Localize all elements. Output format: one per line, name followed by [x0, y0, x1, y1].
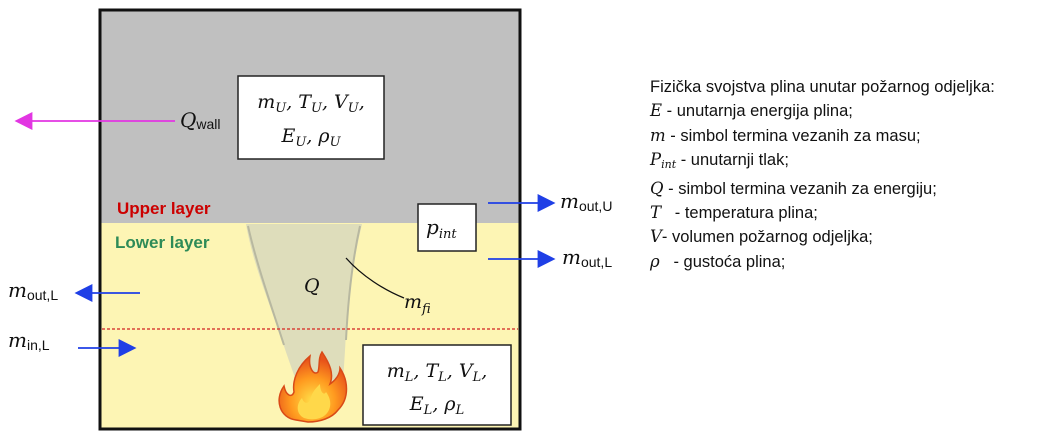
- legend-item: Q - simbol termina vezanih za energiju;: [650, 177, 1035, 201]
- legend-description: - volumen požarnog odjeljka;: [661, 228, 873, 247]
- upper-properties-line-2: EU, ρU: [280, 125, 341, 150]
- legend-item: Pint - unutarnji tlak;: [650, 148, 1035, 176]
- lower-layer-label: Lower layer: [115, 233, 210, 252]
- legend-symbol: T: [650, 203, 662, 223]
- legend-symbol: P: [650, 150, 662, 170]
- legend-description: - temperatura plina;: [661, 204, 818, 223]
- flame-icon: [278, 350, 348, 423]
- p-int-box: [417, 203, 477, 252]
- fire-compartment-diagram: mU, TU, VU, EU, ρU mL, TL, VL, EL, ρL pi…: [8, 8, 612, 431]
- m-in-l-label: min,L: [8, 328, 50, 353]
- m-fi-leader: [345, 257, 405, 299]
- legend-symbol: V: [650, 227, 662, 247]
- legend-symbol-subscript: int: [661, 158, 677, 172]
- legend-item: m - simbol termina vezanih za masu;: [650, 124, 1035, 148]
- legend-description: - simbol termina vezanih za masu;: [665, 126, 921, 145]
- legend-symbol: ρ: [650, 251, 660, 271]
- p-int-label: pint: [426, 215, 457, 242]
- plume-edge-left: [247, 225, 285, 346]
- lower-properties-line-1: mL, TL, VL,: [387, 360, 488, 385]
- legend-symbol: E: [650, 101, 663, 121]
- legend-items: E - unutarnja energija plina;m - simbol …: [650, 99, 1035, 274]
- legend-intro: Fizička svojstva plina unutar požarnog o…: [650, 78, 995, 96]
- legend-description: - simbol termina vezanih za energiju;: [663, 179, 937, 198]
- upper-properties-box: [237, 75, 385, 160]
- lower-properties-box: [362, 344, 512, 426]
- q-wall-label-bg: [178, 106, 234, 132]
- plume-q-label: Q: [304, 275, 320, 297]
- compartment-walls: [98, 8, 522, 431]
- legend-symbol: Q: [650, 178, 664, 198]
- upper-properties-line-1: mU, TU, VU,: [257, 91, 365, 116]
- legend-item: E - unutarnja energija plina;: [650, 99, 1035, 123]
- legend-description: - unutarnji tlak;: [676, 151, 789, 170]
- legend-item: V- volumen požarnog odjeljka;: [650, 225, 1035, 249]
- legend-symbol: m: [650, 125, 666, 145]
- upper-layer-label: Upper layer: [117, 199, 211, 218]
- legend-description: - gustoća plina;: [659, 252, 786, 271]
- plume-edge-right: [345, 225, 361, 341]
- legend-item: T - temperatura plina;: [650, 201, 1035, 225]
- m-out-u-label: mout,U: [560, 189, 612, 214]
- legend-item: ρ - gustoća plina;: [650, 250, 1035, 274]
- m-fi-label: mfi: [404, 291, 431, 317]
- lower-properties-line-2: EL, ρL: [409, 393, 464, 418]
- q-wall-label: Qwall: [180, 108, 221, 132]
- legend-description: - unutarnja energija plina;: [662, 102, 853, 121]
- legend: Fizička svojstva plina unutar požarnog o…: [650, 76, 1035, 274]
- m-out-l-left-label: mout,L: [8, 278, 58, 303]
- fire-plume: [246, 224, 362, 405]
- m-out-l-right-label: mout,L: [562, 245, 612, 270]
